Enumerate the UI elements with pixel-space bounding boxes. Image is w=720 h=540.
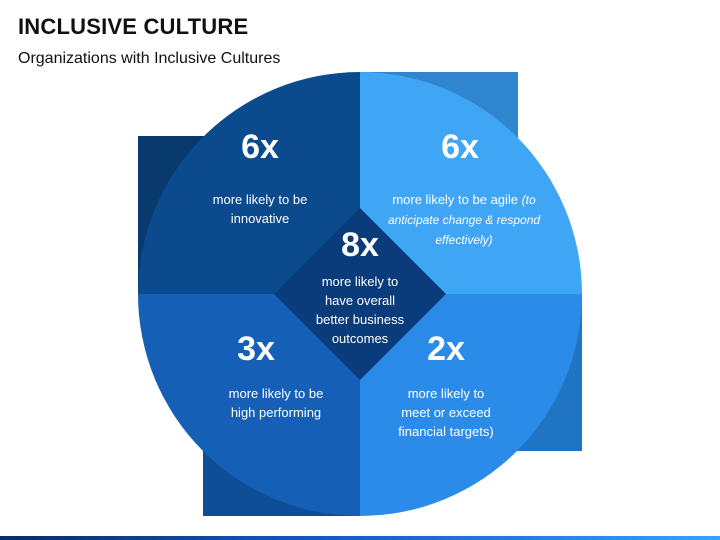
bottom-right-desc-line1: more likely to	[407, 386, 485, 401]
top-right-quadrant	[360, 72, 582, 294]
bottom-right-description: more likely to meet or exceed financial …	[368, 384, 524, 441]
center-desc-line2: have overall	[324, 293, 396, 308]
top-left-value: 6x	[241, 128, 279, 166]
top-right-description: more likely to be agile (to anticipate c…	[378, 190, 550, 250]
top-right-desc-note: (to anticipate change & respond effectiv…	[387, 193, 541, 247]
top-left-description: more likely to be innovative	[190, 190, 330, 228]
top-right-value: 6x	[441, 128, 479, 166]
bottom-left-value: 3x	[237, 330, 275, 368]
center-description: more likely to have overall better busin…	[295, 272, 425, 348]
bottom-right-value: 2x	[427, 330, 465, 368]
bottom-left-description: more likely to be high performing	[190, 384, 362, 422]
top-right-desc-main: more likely to be agile	[392, 192, 519, 207]
center-desc-line4: outcomes	[331, 331, 389, 346]
center-value: 8x	[341, 226, 379, 264]
bottom-left-desc-line2: high performing	[230, 405, 322, 420]
center-diamond	[274, 208, 446, 380]
page-subtitle: Organizations with Inclusive Cultures	[18, 50, 281, 67]
page-title: INCLUSIVE CULTURE	[18, 14, 249, 39]
center-desc-line1: more likely to	[321, 274, 399, 289]
top-left-desc-line2: innovative	[230, 211, 290, 226]
top-left-desc-line1: more likely to be	[212, 192, 308, 207]
top-left-quadrant	[138, 72, 360, 294]
bottom-right-desc-line3: financial targets)	[398, 424, 494, 439]
bottom-left-quadrant	[138, 294, 360, 516]
bottom-accent-bar	[0, 536, 720, 540]
bottom-left-desc-line1: more likely to be	[228, 386, 324, 401]
bottom-right-desc-line2: meet or exceed	[401, 405, 491, 420]
bottom-right-quadrant	[360, 294, 582, 516]
center-desc-line3: better business	[315, 312, 405, 327]
